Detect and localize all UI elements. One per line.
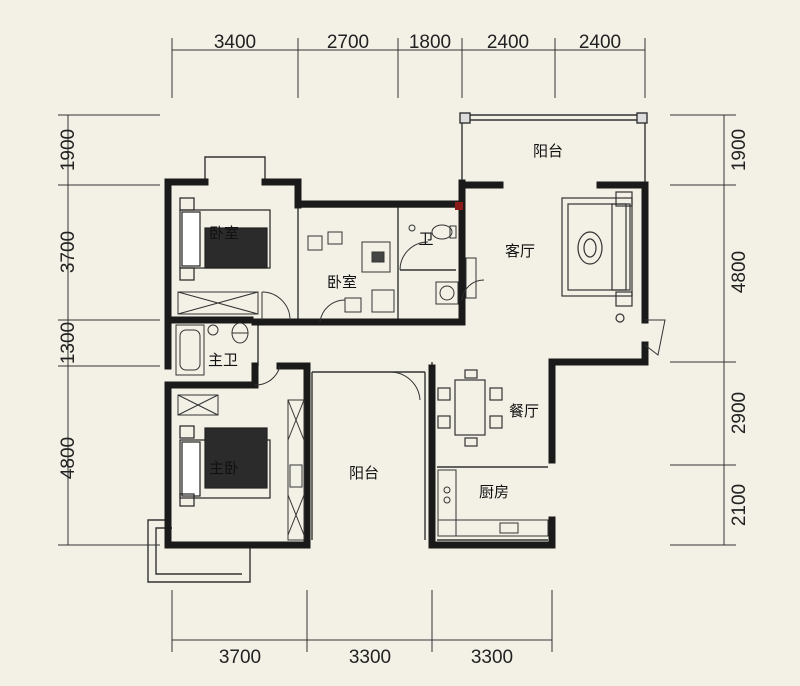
dim-left-3: 1300: [58, 322, 79, 364]
dim-top-2: 2700: [327, 32, 369, 53]
desk-bedroom-2: [307, 231, 395, 313]
bathroom-fixtures: [408, 224, 459, 305]
dimension-bottom-labels: 3700 3300 3300: [219, 647, 513, 668]
sofa-set: [561, 191, 633, 323]
dim-bottom-3: 3300: [471, 647, 513, 668]
room-label-living-room: 客厅: [505, 242, 535, 260]
dim-left-2: 3700: [58, 231, 79, 273]
room-label-bedroom-1: 卧室: [209, 224, 239, 242]
red-door-marker: [455, 202, 463, 210]
room-label-balcony-center: 阳台: [349, 464, 379, 482]
thin-partitions: [147, 112, 648, 583]
dim-top-5: 2400: [579, 32, 621, 53]
door-swings: [254, 241, 666, 401]
dim-right-3: 2900: [729, 392, 750, 434]
tv-cabinet: [465, 257, 477, 299]
dim-right-2: 4800: [729, 251, 750, 293]
dim-top-1: 3400: [214, 32, 256, 53]
dim-bottom-1: 3700: [219, 647, 261, 668]
master-bath-fixtures: [175, 322, 249, 376]
dim-left-1: 1900: [58, 129, 79, 171]
room-label-master-bath: 主卫: [208, 351, 238, 369]
room-label-balcony-top: 阳台: [533, 142, 563, 160]
dim-left-4: 4800: [58, 437, 79, 479]
bed-bedroom-1: [179, 197, 271, 281]
room-label-bathroom: 卫: [418, 230, 433, 248]
bed-master-bedroom: [179, 425, 271, 507]
room-label-kitchen: 厨房: [479, 483, 509, 501]
dimension-top-labels: 3400 2700 1800 2400 2400: [214, 32, 621, 53]
dining-table: [437, 369, 503, 447]
dim-right-4: 2100: [729, 484, 750, 526]
dim-right-1: 1900: [729, 129, 750, 171]
wardrobe-master: [177, 394, 305, 541]
dim-bottom-2: 3300: [349, 647, 391, 668]
dimension-left-labels: 1900 3700 1300 4800: [58, 129, 79, 479]
dimension-right-labels: 1900 4800 2900 2100: [729, 129, 750, 526]
dim-top-4: 2400: [487, 32, 529, 53]
wardrobe-bedroom-1: [177, 291, 259, 315]
room-label-bedroom-2: 卧室: [327, 273, 357, 291]
room-label-dining-room: 餐厅: [509, 402, 539, 420]
dimension-lines: [58, 38, 736, 652]
dim-top-3: 1800: [409, 32, 451, 53]
kitchen-counter: [437, 469, 549, 537]
room-label-master-bedroom: 主卧: [209, 459, 239, 477]
